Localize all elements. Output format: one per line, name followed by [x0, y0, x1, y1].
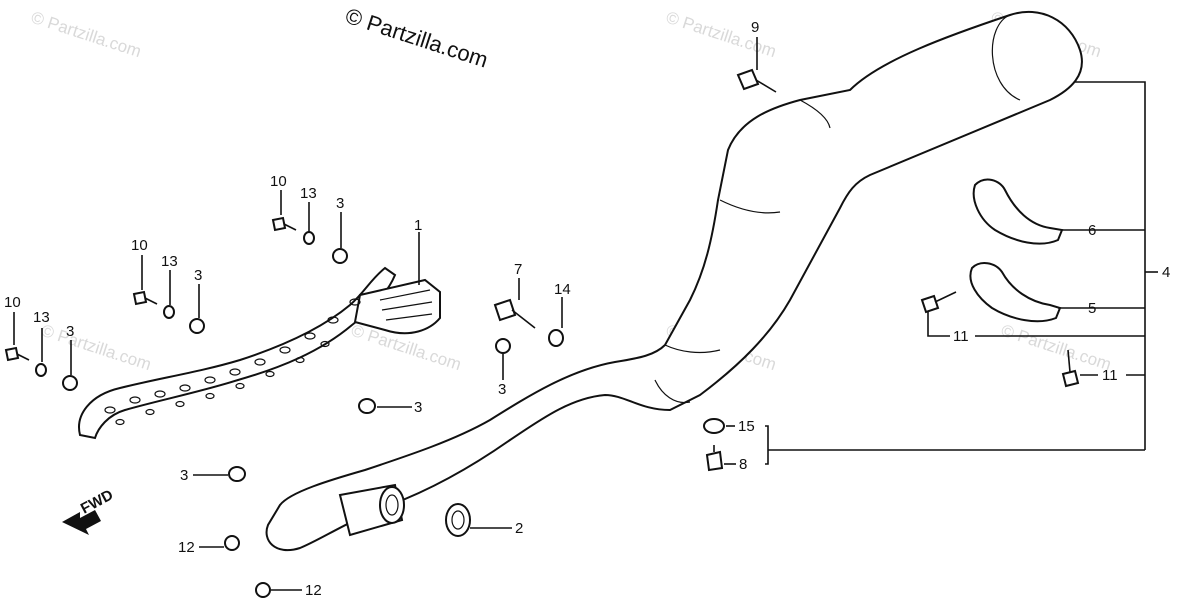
muffler-band-upper	[972, 178, 1064, 245]
callout-13: 13	[161, 253, 178, 270]
callout-7: 7	[514, 261, 522, 278]
fwd-indicator: FWD	[62, 486, 116, 535]
callout-3: 3	[498, 381, 506, 398]
callout-4: 4	[1162, 264, 1170, 281]
callout-11: 11	[1102, 367, 1118, 384]
callout-3: 3	[66, 323, 74, 340]
watermark: © Partzilla.com	[664, 8, 779, 61]
callout-11: 11	[953, 328, 969, 345]
callout-3: 3	[180, 467, 188, 484]
callout-3: 3	[414, 399, 422, 416]
exhaust-pipe-muffler	[265, 10, 1083, 551]
callout-13: 13	[33, 309, 50, 326]
fwd-label: FWD	[78, 486, 116, 517]
fwd-arrow-icon	[62, 510, 101, 535]
callout-13: 13	[300, 185, 317, 202]
callout-8: 8	[739, 456, 747, 473]
callout-10: 10	[4, 294, 21, 311]
watermark: © Partzilla.com	[39, 321, 154, 374]
gasket	[445, 503, 471, 537]
hardware	[4, 68, 1080, 598]
callout-10: 10	[131, 237, 148, 254]
callout-9: 9	[751, 19, 759, 36]
callouts: 9 1 7 14 10 13 3 10 13 3 10 13 3 3 3 3 2…	[4, 19, 1170, 599]
watermark: © Partzilla.com	[999, 321, 1114, 374]
callout-10: 10	[270, 173, 287, 190]
callout-2: 2	[515, 520, 523, 537]
callout-14: 14	[554, 281, 571, 298]
callout-12: 12	[178, 539, 195, 556]
watermark: © Partzilla.com	[29, 8, 144, 61]
callout-1: 1	[414, 217, 422, 234]
callout-5: 5	[1088, 300, 1096, 317]
callout-3: 3	[194, 267, 202, 284]
callout-3: 3	[336, 195, 344, 212]
leader-lines	[13, 37, 1158, 591]
callout-6: 6	[1088, 222, 1096, 239]
copyright-text: © Partzilla.com	[342, 3, 491, 73]
heat-shield	[78, 266, 441, 440]
callout-12: 12	[305, 582, 322, 599]
callout-15: 15	[738, 418, 755, 435]
muffler-band-lower	[969, 262, 1062, 323]
